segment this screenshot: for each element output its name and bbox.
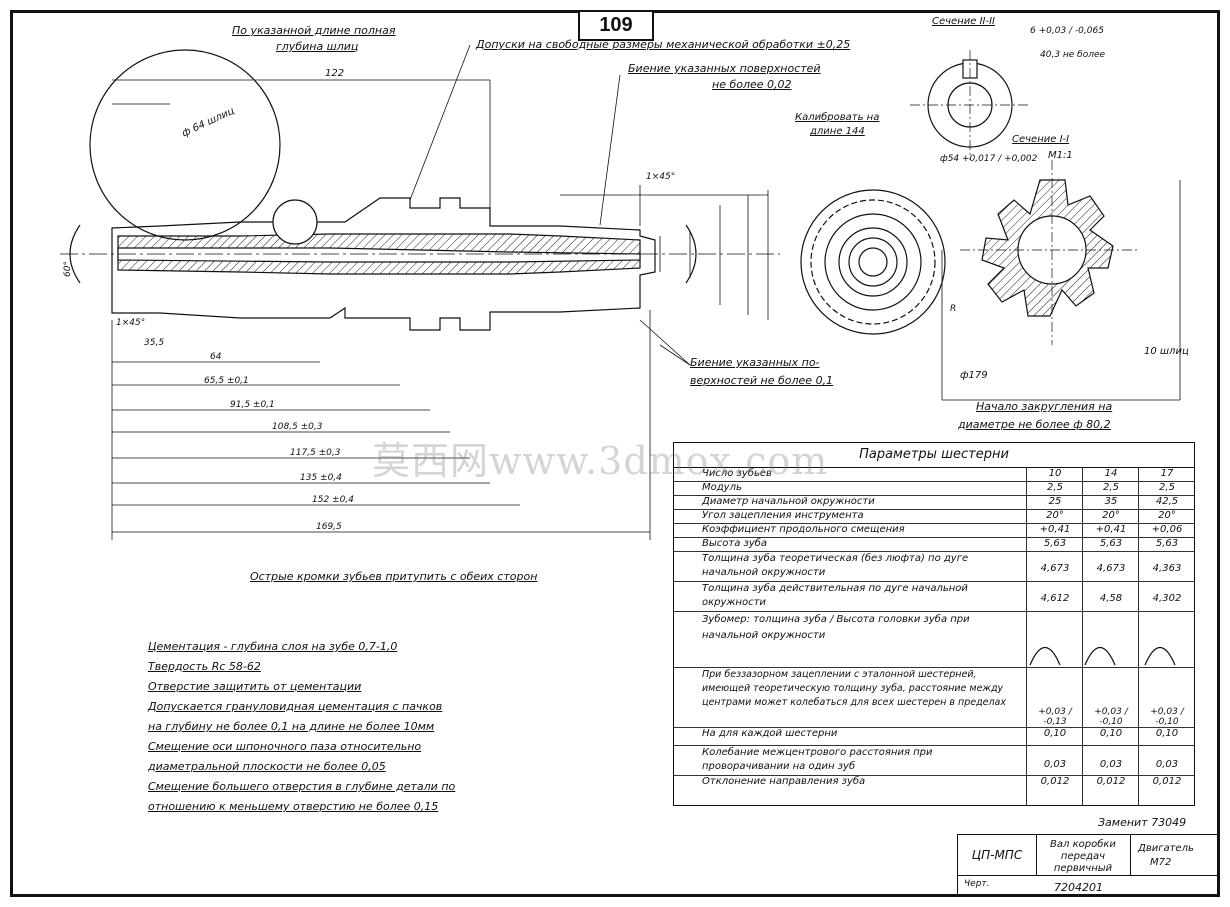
rounding-note-2: диаметре не более ф 80,2 — [958, 418, 1111, 431]
title-material: Черт. — [964, 879, 990, 889]
table-row: Модуль 2,5 2,5 2,5 — [674, 481, 1194, 496]
title-name-1: Вал коробки — [1050, 839, 1116, 850]
title-part-number: 7204201 — [1054, 881, 1103, 894]
dim-64: 64 — [210, 352, 222, 362]
table-row: Зубомер: толщина зуба / Высота головки з… — [674, 611, 1194, 668]
shaft-outline — [111, 197, 656, 331]
runout-note-2: не более 0,02 — [712, 78, 792, 91]
runout-note2-1: Биение указанных по- — [690, 356, 820, 369]
section-2-depth: 40,3 не более — [1040, 50, 1106, 60]
shaft-bore — [117, 247, 641, 263]
table-row: Коэффициент продольного смещения +0,41 +… — [674, 523, 1194, 538]
tech-note-3: Отверстие защитить от цементации — [148, 680, 362, 693]
section-1-label: Сечение I-I — [1012, 134, 1070, 145]
dim-915: 91,5 ±0,1 — [230, 400, 275, 410]
dim-radius: R — [950, 304, 957, 314]
cross-note: Острые кромки зубьев притупить с обеих с… — [250, 570, 538, 583]
tech-note-9: отношению к меньшему отверстию не более … — [148, 800, 439, 813]
tech-note-2: Твердость Rc 58-62 — [148, 660, 261, 673]
calibrate-note-2: длине 144 — [810, 126, 865, 137]
section-2-width: 6 +0,03 / -0,065 — [1030, 26, 1104, 36]
tech-note-8: Смещение большего отверстия в глубине де… — [148, 780, 456, 793]
table-row: Угол зацепления инструмента 20° 20° 20° — [674, 509, 1194, 524]
length-note-1: По указанной длине полная — [232, 24, 396, 37]
section-2-label: Сечение II-II — [932, 16, 995, 27]
table-row: Диаметр начальной окружности 25 35 42,5 — [674, 495, 1194, 510]
dim-chamfer-left: 1×45° — [116, 318, 146, 328]
tech-note-4: Допускается грануловидная цементация с п… — [148, 700, 443, 713]
dim-169: 169,5 — [316, 522, 342, 532]
table-row: Отклонение направления зуба 0,012 0,012 … — [702, 776, 1182, 787]
title-name-3: первичный — [1053, 863, 1113, 874]
gear-table-title: Параметры шестерни — [674, 443, 1194, 468]
watermark: 莫西网www.3dmox.com — [372, 439, 829, 483]
table-row: Высота зуба 5,63 5,63 5,63 — [674, 537, 1194, 552]
gear-parameter-table: Параметры шестерни Число зубьев 10 14 17… — [673, 442, 1195, 806]
calibrate-note-1: Калибровать на — [795, 112, 880, 123]
runout-note-1: Биение указанных поверхностей — [628, 62, 821, 75]
tech-note-6: Смещение оси шпоночного паза относительн… — [148, 740, 422, 753]
title-name-2: передач — [1060, 851, 1106, 862]
dim-355: 35,5 — [144, 338, 165, 348]
dim-152: 152 ±0,4 — [312, 495, 354, 505]
gear-view-outer — [800, 189, 946, 335]
title-engine-1: Двигатель — [1138, 843, 1194, 854]
teeth-count: 10 шлиц — [1144, 346, 1189, 357]
replaces-note: Заменит 73049 — [1098, 816, 1187, 829]
table-row: На для каждой шестерни 0,10 0,10 0,10 — [674, 727, 1194, 746]
table-row: Число зубьев 10 14 17 — [674, 467, 1194, 482]
tech-note-5: на глубину не более 0,1 на длине не боле… — [148, 720, 435, 733]
table-row: Толщина зуба теоретическая (без люфта) п… — [674, 551, 1194, 582]
title-engine-2: М72 — [1150, 857, 1172, 868]
rounding-note-1: Начало закругления на — [976, 400, 1113, 413]
title-dept: ЦП-МПС — [958, 835, 1037, 876]
section-2-bore: ф54 +0,017 / +0,002 — [940, 154, 1038, 164]
scale-label: М1:1 — [1048, 150, 1073, 161]
tolerance-note: Допуски на свободные размеры механическо… — [476, 38, 851, 51]
table-row: Толщина зуба действительная по дуге нача… — [674, 581, 1194, 612]
dim-117: 117,5 ±0,3 — [290, 448, 341, 458]
tech-note-1: Цементация - глубина слоя на зубе 0,7-1,… — [148, 640, 398, 653]
outer-diameter: ф179 — [960, 370, 988, 381]
dim-chamfer: 1×45° — [646, 172, 676, 182]
table-row: Колебание межцентрового расстояния при п… — [674, 745, 1194, 776]
table-row: При беззазорном зацеплении с эталонной ш… — [674, 667, 1194, 728]
detail-circle — [89, 49, 281, 241]
title-block: ЦП-МПС Вал коробки передач первичный Дви… — [957, 834, 1220, 897]
runout-note2-2: верхностей не более 0,1 — [690, 374, 834, 387]
length-note-2: глубина шлиц — [276, 40, 359, 53]
dim-135: 135 ±0,4 — [300, 473, 342, 483]
dim-1085: 108,5 ±0,3 — [272, 422, 323, 432]
dim-angle: 60° — [62, 261, 73, 277]
dim-655: 65,5 ±0,1 — [204, 376, 249, 386]
tech-note-7: диаметральной плоскости не более 0,05 — [148, 760, 386, 773]
dim-122: 122 — [325, 68, 345, 79]
page-number: 109 — [578, 10, 654, 41]
